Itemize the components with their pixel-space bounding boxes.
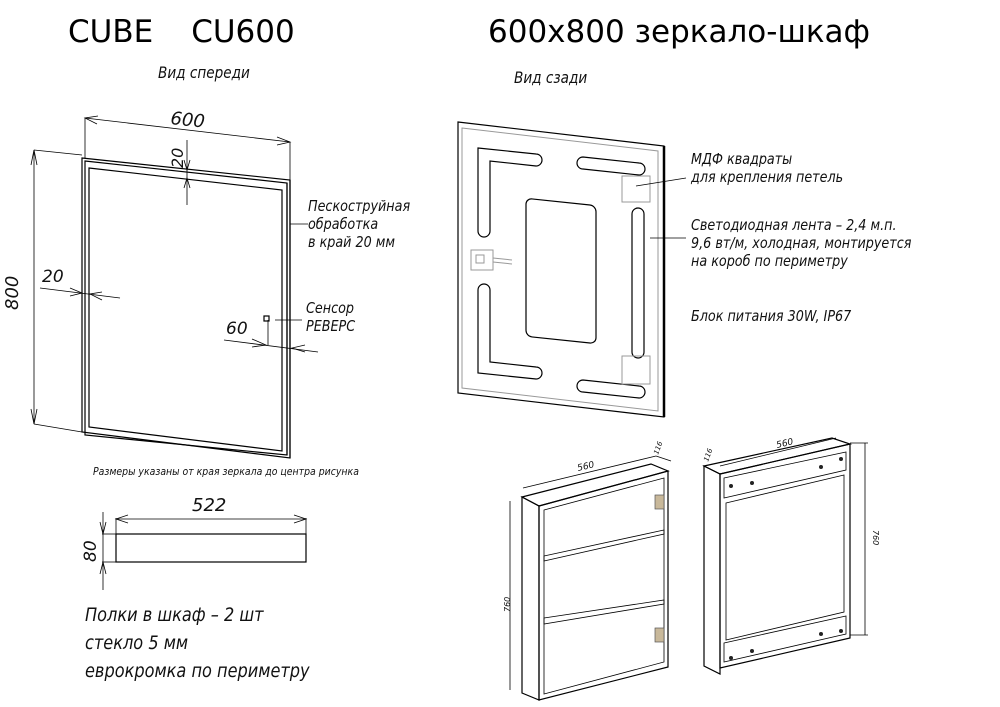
product-title: 600x800 зеркало-шкаф	[488, 14, 871, 50]
dim-sensor-60: 60	[226, 319, 248, 339]
rear-view-label: Вид сзади	[514, 68, 588, 87]
dim-cabinet-back-560: 560	[775, 437, 794, 451]
brand-name: CUBE	[68, 14, 154, 50]
dimensions-footnote: Размеры указаны от края зеркала до центр…	[93, 465, 359, 478]
dim-cabinet-front-560: 560	[576, 460, 595, 474]
power-supply-note: Блок питания 30W, IP67	[691, 307, 852, 325]
dim-cabinet-back-116: 116	[702, 447, 714, 463]
model-name: CU600	[191, 14, 295, 50]
dim-cabinet-front-760: 760	[503, 597, 512, 612]
led-strip-note: Светодиодная лента – 2,4 м.п. 9,6 вт/м, …	[691, 216, 912, 270]
shelf-notes: Полки в шкаф – 2 шт стекло 5 мм еврокром…	[85, 604, 310, 682]
dim-cabinet-back-760: 760	[871, 530, 880, 545]
dim-800: 800	[2, 276, 23, 310]
dim-600: 600	[169, 108, 205, 132]
sandblast-note: Пескоструйная обработка в край 20 мм	[308, 197, 411, 251]
dim-left-20: 20	[42, 267, 64, 287]
dim-top-20: 20	[168, 148, 187, 168]
sensor-note: Сенсор РЕВЕРС	[306, 299, 356, 335]
brand-title: CUBE CU600	[68, 14, 295, 50]
dim-shelf-80: 80	[81, 540, 101, 562]
mdf-note: МДФ квадраты для крепления петель	[691, 150, 844, 186]
dim-shelf-522: 522	[192, 495, 226, 516]
front-view-label: Вид спереди	[158, 63, 250, 82]
